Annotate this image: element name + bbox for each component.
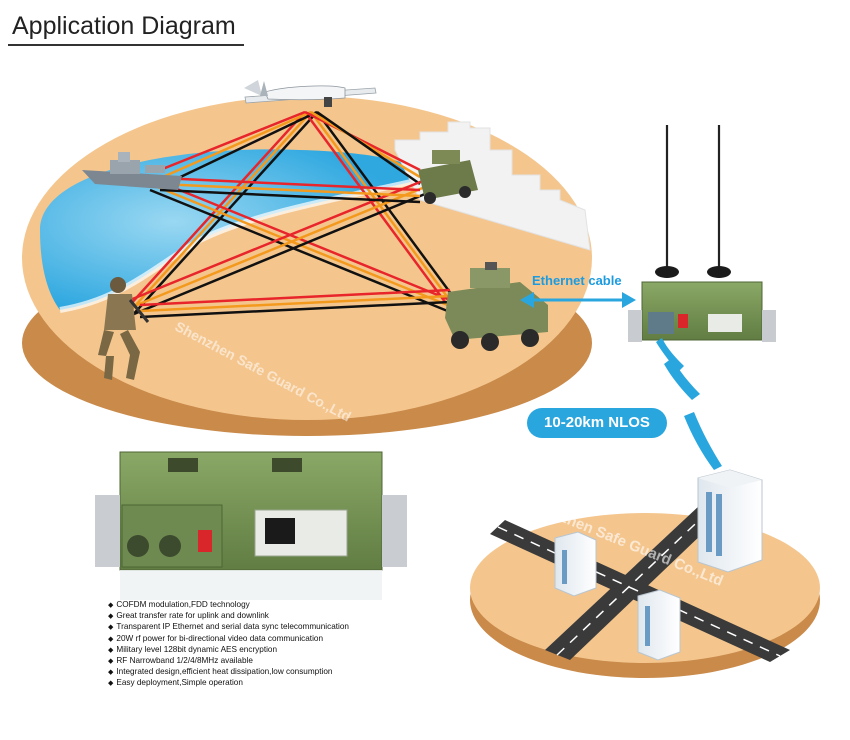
signal-wave (656, 338, 722, 470)
military-truck (418, 150, 478, 204)
ethernet-arrow (520, 292, 636, 308)
ethernet-cable-label: Ethernet cable (532, 273, 622, 288)
feature-list: COFDM modulation,FDD technology Great tr… (108, 600, 349, 690)
armored-vehicle (445, 262, 548, 351)
sea-area (40, 149, 422, 310)
page-title: Application Diagram (12, 12, 236, 40)
office-buildings (554, 469, 763, 661)
navy-ship (82, 152, 182, 190)
feature-item: Great transfer rate for uplink and downl… (108, 611, 349, 622)
feature-item: RF Narrowband 1/2/4/8MHz available (108, 656, 349, 667)
feature-item: Transparent IP Ethernet and serial data … (108, 622, 349, 633)
feature-item: 20W rf power for bi-directional video da… (108, 634, 349, 645)
feature-item: Military level 128bit dynamic AES encryp… (108, 645, 349, 656)
title-underline (8, 44, 244, 46)
uav-drone (244, 80, 377, 107)
radio-links (117, 110, 462, 319)
shoreline (59, 177, 421, 313)
feature-item: COFDM modulation,FDD technology (108, 600, 349, 611)
soldier (98, 277, 150, 380)
product-unit (95, 451, 407, 600)
feature-item: Easy deployment,Simple operation (108, 678, 349, 689)
feature-item: Integrated design,efficient heat dissipa… (108, 667, 349, 678)
base-station (628, 125, 776, 342)
range-badge: 10-20km NLOS (527, 408, 667, 438)
